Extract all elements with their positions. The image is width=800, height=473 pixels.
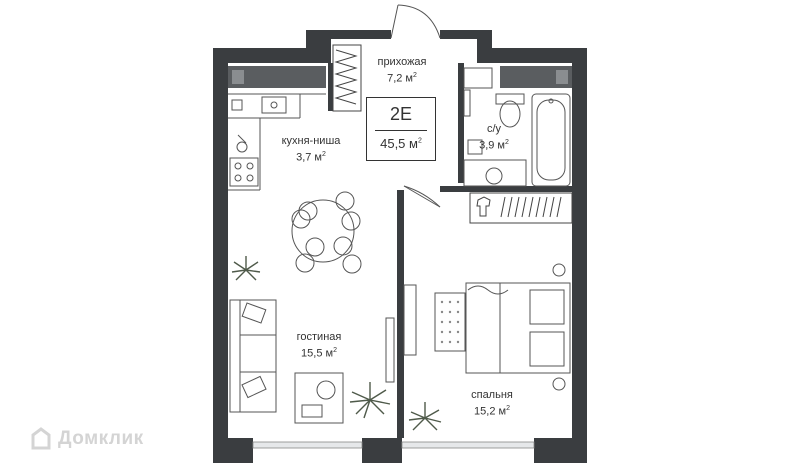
kitchen-counter [228, 93, 326, 191]
room-area: 7,2 м2 [387, 72, 417, 85]
windows [228, 66, 572, 449]
walls [213, 30, 587, 463]
room-label-kitchen: кухня-ниша 3,7 м2 [268, 134, 354, 165]
entrance-door [390, 4, 441, 39]
room-name: кухня-ниша [281, 135, 341, 147]
room-name: прихожая [377, 56, 427, 68]
room-label-hallway: прихожая 7,2 м2 [372, 55, 432, 86]
apartment-total-area: 45,5 м2 [380, 136, 422, 151]
sofa [229, 299, 277, 413]
badge-divider [375, 130, 427, 131]
room-label-bathroom: с/у 3,9 м2 [470, 122, 518, 153]
armchair [294, 372, 344, 424]
room-area: 15,5 м2 [301, 347, 337, 360]
apartment-badge: 2E 45,5 м2 [366, 97, 436, 161]
room-name: спальня [471, 389, 513, 401]
room-area: 3,9 м2 [479, 139, 509, 152]
bathroom-fixtures [463, 67, 571, 187]
room-area: 15,2 м2 [474, 405, 510, 418]
tv-stand [385, 284, 417, 383]
plant-living-1 [231, 256, 261, 281]
hallway-wardrobe [332, 44, 362, 112]
bed [434, 263, 571, 391]
room-label-living: гостиная 15,5 м2 [288, 330, 350, 361]
bedroom-wardrobe [469, 192, 573, 224]
room-area: 3,7 м2 [296, 151, 326, 164]
bathroom-door [403, 185, 441, 208]
room-name: с/у [486, 123, 502, 135]
plant-bedroom [408, 402, 442, 431]
plant-living-2 [349, 382, 391, 419]
room-name: гостиная [296, 331, 342, 343]
dining-table [291, 191, 362, 274]
room-label-bedroom: спальня 15,2 м2 [462, 388, 522, 419]
apartment-code: 2E [389, 104, 413, 124]
watermark-text: Домклик [58, 428, 144, 449]
house-logo-icon [31, 427, 51, 450]
